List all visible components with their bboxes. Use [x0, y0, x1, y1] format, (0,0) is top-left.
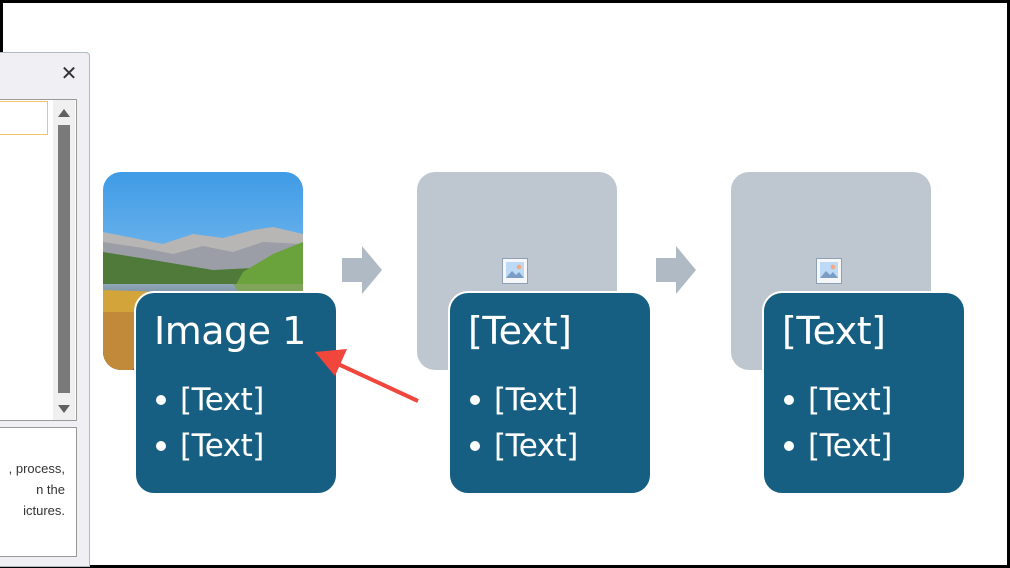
scroll-down-arrow-icon[interactable] [58, 405, 70, 413]
card-title[interactable]: [Text] [782, 309, 886, 353]
card-title[interactable]: [Text] [468, 309, 572, 353]
description-line: n the [36, 482, 65, 497]
bullet-text[interactable]: [Text] [808, 428, 892, 464]
bullet-dot-icon [156, 395, 166, 405]
bullet-text[interactable]: [Text] [180, 382, 264, 418]
bullet-list: [Text] [Text] [470, 377, 578, 469]
close-icon[interactable]: ✕ [60, 63, 78, 85]
scroll-up-arrow-icon[interactable] [58, 109, 70, 117]
red-annotation-arrow-icon [315, 349, 419, 403]
bullet-dot-icon [470, 441, 480, 451]
text-pane-list [0, 99, 77, 421]
bullet-text[interactable]: [Text] [494, 428, 578, 464]
description-line: ictures. [23, 503, 65, 518]
text-card[interactable]: Image 1 [Text] [Text] [134, 291, 338, 495]
bullet-dot-icon [784, 395, 794, 405]
bullet-item[interactable]: [Text] [156, 423, 264, 469]
insert-picture-icon[interactable] [816, 258, 842, 284]
bullet-dot-icon [156, 441, 166, 451]
process-arrow-icon [342, 246, 382, 294]
insert-picture-icon[interactable] [502, 258, 528, 284]
bullet-dot-icon [470, 395, 480, 405]
bullet-item[interactable]: [Text] [470, 377, 578, 423]
bullet-list: [Text] [Text] [784, 377, 892, 469]
bullet-text[interactable]: [Text] [808, 382, 892, 418]
text-card[interactable]: [Text] [Text] [Text] [762, 291, 966, 495]
process-arrow-icon [656, 246, 696, 294]
text-card[interactable]: [Text] [Text] [Text] [448, 291, 652, 495]
bullet-dot-icon [784, 441, 794, 451]
bullet-list: [Text] [Text] [156, 377, 264, 469]
bullet-text[interactable]: [Text] [180, 428, 264, 464]
text-pane-entry-input[interactable] [0, 101, 48, 135]
bullet-item[interactable]: [Text] [470, 423, 578, 469]
card-title[interactable]: Image 1 [154, 309, 306, 353]
bullet-item[interactable]: [Text] [784, 423, 892, 469]
bullet-item[interactable]: [Text] [784, 377, 892, 423]
text-pane-description: , process, n the ictures. [0, 427, 77, 557]
description-line: , process, [8, 461, 65, 476]
bullet-item[interactable]: [Text] [156, 377, 264, 423]
scroll-thumb[interactable] [58, 125, 70, 393]
bullet-text[interactable]: [Text] [494, 382, 578, 418]
scrollbar[interactable] [53, 100, 75, 420]
smartart-text-pane: ✕ , process, n the ictures. [0, 52, 90, 567]
